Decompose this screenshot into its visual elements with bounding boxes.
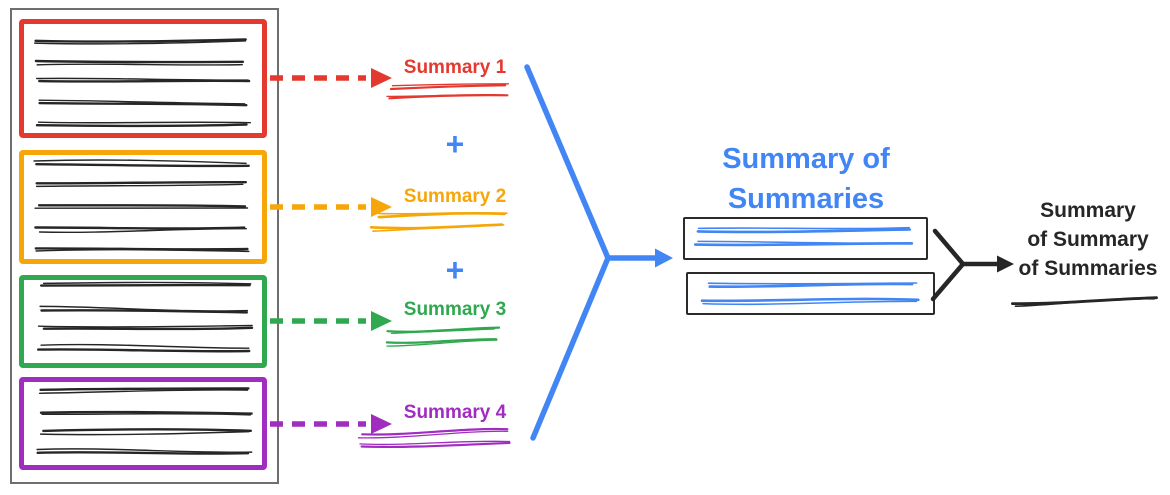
document-text-scribble <box>39 430 250 436</box>
dashed-arrow-orange-head <box>371 197 392 217</box>
merge-arrowhead <box>655 248 673 268</box>
document-text-scribble <box>37 348 251 353</box>
document-text-scribble <box>37 204 247 208</box>
summary-1-scribble <box>391 83 510 87</box>
document-text-scribble <box>34 247 249 251</box>
summary-1-label: Summary 1 <box>403 57 507 78</box>
merge-line-bottom <box>530 255 611 441</box>
summary-2-label: Summary 2 <box>403 186 507 207</box>
document-text-scribble <box>34 59 245 64</box>
document-text-scribble <box>42 281 252 285</box>
document-text-scribble <box>41 413 252 416</box>
final-line-1: Summary <box>1040 199 1136 222</box>
join-line-bottom <box>930 261 966 302</box>
summary-4-label: Summary 4 <box>403 402 507 423</box>
sos-box-scribble <box>707 282 918 285</box>
summary-1-scribble <box>389 84 507 91</box>
document-text-scribble <box>35 123 248 128</box>
summary-2-scribble <box>372 224 505 232</box>
final-summary-label: Summary of Summary of Summaries <box>1007 196 1169 283</box>
summary-4-scribble <box>357 430 509 439</box>
merge-line-top <box>524 64 611 261</box>
summary-3-scribble <box>386 339 498 347</box>
join-line-top <box>932 228 966 267</box>
summary-4-scribble <box>360 441 511 449</box>
document-text-scribble <box>33 159 247 165</box>
final-summary-underline <box>1014 297 1155 308</box>
summary-of-summaries-title: Summary of Summaries <box>668 139 944 219</box>
document-text-scribble <box>35 180 247 185</box>
plus-icon-1: + <box>445 126 465 162</box>
document-text-scribble <box>39 387 250 391</box>
summary-1-scribble <box>386 94 505 98</box>
sos-box-scribble <box>702 300 918 306</box>
document-text-scribble <box>36 63 243 66</box>
title-line-1: Summary of <box>722 143 890 175</box>
summary-of-summaries-box-2 <box>686 272 935 315</box>
document-part-3 <box>19 275 267 368</box>
summary-3-scribble <box>390 328 495 335</box>
document-text-scribble <box>36 451 250 455</box>
document-text-scribble <box>42 428 252 433</box>
document-text-scribble <box>37 324 253 328</box>
summary-3-label: Summary 3 <box>403 299 507 320</box>
document-text-scribble <box>39 305 249 312</box>
summary-4-scribble <box>361 427 509 436</box>
dashed-arrow-red-head <box>371 68 392 88</box>
final-line-2: of Summary <box>1027 228 1149 251</box>
plus-icon-2: + <box>445 252 465 288</box>
document-text-scribble <box>37 121 252 124</box>
final-line-3: of Summaries <box>1018 257 1158 280</box>
summary-3-scribble <box>386 326 501 333</box>
dashed-arrow-purple-head <box>371 414 392 434</box>
sos-box-scribble <box>697 240 912 245</box>
document-text-scribble <box>36 448 253 453</box>
document-text-scribble <box>35 183 244 188</box>
document-text-scribble <box>42 326 254 331</box>
summary-4-scribble <box>359 440 511 446</box>
sos-box-scribble <box>700 297 920 303</box>
document-text-scribble <box>38 389 249 395</box>
document-text-scribble <box>38 227 247 234</box>
document-text-scribble <box>38 79 251 83</box>
summary-of-summaries-box-1 <box>683 217 928 260</box>
document-text-scribble <box>35 163 250 168</box>
document-text-scribble <box>35 77 249 81</box>
document-text-scribble <box>40 309 248 314</box>
final-arrowhead <box>997 255 1014 273</box>
document-text-scribble <box>39 410 253 415</box>
dashed-arrow-green-head <box>371 311 392 331</box>
document-text-scribble <box>34 38 247 43</box>
sos-box-scribble <box>697 226 910 230</box>
document-text-scribble <box>34 207 249 210</box>
document-text-scribble <box>33 40 247 45</box>
document-text-scribble <box>40 343 250 349</box>
document-text-scribble <box>38 101 248 107</box>
sos-box-scribble <box>696 228 911 234</box>
summary-3-scribble <box>385 338 498 344</box>
document-text-scribble <box>38 99 246 105</box>
title-line-2: Summaries <box>727 183 885 215</box>
document-text-scribble <box>35 248 250 253</box>
summary-2-scribble <box>377 211 508 215</box>
